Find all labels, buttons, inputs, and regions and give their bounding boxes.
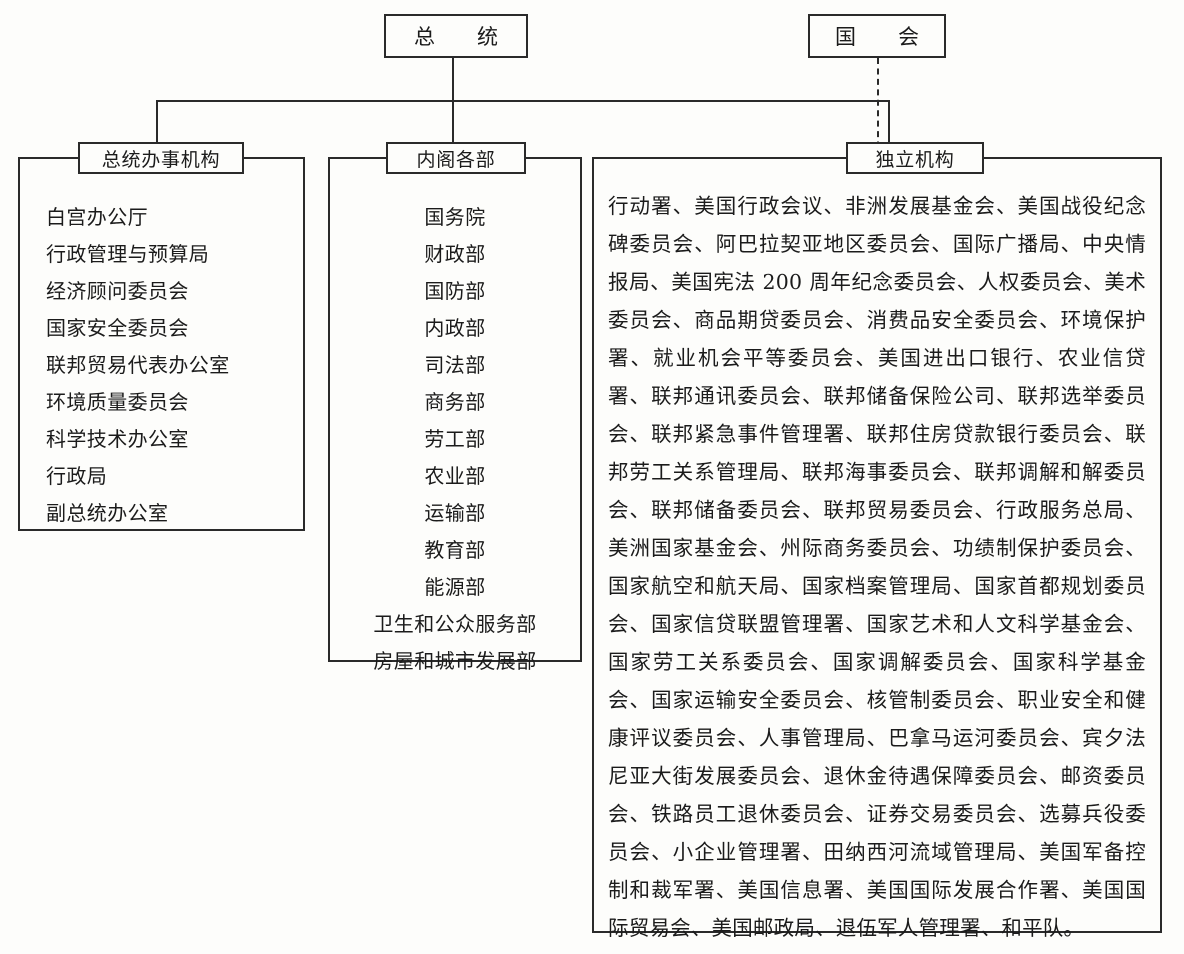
panel-cabinet-departments: 国务院 财政部 国防部 内政部 司法部 商务部 劳工部 农业部 运输部 教育部 …	[328, 157, 582, 673]
independent-agencies-body: 行动署、美国行政会议、非洲发展基金会、美国战役纪念碑委员会、阿巴拉契亚地区委员会…	[608, 194, 1146, 940]
list-item: 行政局	[46, 464, 108, 488]
list-item: 运输部	[424, 501, 486, 525]
list-item: 副总统办公室	[46, 501, 169, 525]
header-cabinet-departments-label: 内阁各部	[416, 148, 496, 171]
list-item: 司法部	[424, 353, 486, 377]
list-item: 内政部	[424, 316, 486, 340]
list-item: 国防部	[424, 279, 486, 303]
list-item: 科学技术办公室	[46, 427, 189, 451]
header-independent-agencies: 独立机构	[846, 142, 984, 174]
list-item: 能源部	[424, 575, 486, 599]
panel-top-segment-independent-left	[592, 157, 848, 159]
header-independent-agencies-label: 独立机构	[875, 148, 955, 171]
list-item: 行政管理与预算局	[46, 242, 210, 266]
header-executive-office-label: 总统办事机构	[101, 148, 221, 171]
list-item: 劳工部	[424, 427, 486, 451]
list-item: 白宫办公厅	[46, 205, 148, 229]
list-item: 国家安全委员会	[46, 316, 189, 340]
panel-top-segment-eop-right	[242, 157, 305, 159]
list-item: 财政部	[424, 242, 486, 266]
node-president-label: 总 统	[414, 25, 509, 49]
node-congress: 国 会	[808, 14, 946, 58]
list-item: 国务院	[424, 205, 486, 229]
panel-top-segment-independent-right	[982, 157, 1162, 159]
list-executive-office: 白宫办公厅 行政管理与预算局 经济顾问委员会 国家安全委员会 联邦贸易代表办公室…	[20, 199, 303, 532]
panel-top-segment-cabinet-left	[328, 157, 388, 159]
node-president: 总 统	[384, 14, 528, 58]
list-item: 联邦贸易代表办公室	[46, 353, 230, 377]
node-congress-label: 国 会	[835, 25, 930, 49]
list-item: 商务部	[424, 390, 486, 414]
panel-independent-agencies: 行动署、美国行政会议、非洲发展基金会、美国战役纪念碑委员会、阿巴拉契亚地区委员会…	[592, 157, 1162, 940]
panel-executive-office: 白宫办公厅 行政管理与预算局 经济顾问委员会 国家安全委员会 联邦贸易代表办公室…	[18, 157, 305, 531]
list-item: 教育部	[424, 538, 486, 562]
connector-distribution-bus	[156, 100, 890, 102]
panel-top-segment-cabinet-right	[524, 157, 582, 159]
connector-drop-independent	[888, 100, 890, 158]
list-item: 农业部	[424, 464, 486, 488]
list-item: 环境质量委员会	[46, 390, 189, 414]
connector-congress-to-independent-dashed	[877, 58, 879, 158]
list-item: 经济顾问委员会	[46, 279, 189, 303]
list-cabinet-departments: 国务院 财政部 国防部 内政部 司法部 商务部 劳工部 农业部 运输部 教育部 …	[330, 199, 580, 680]
header-cabinet-departments: 内阁各部	[386, 142, 526, 174]
list-item: 卫生和公众服务部	[373, 612, 537, 636]
list-item: 房屋和城市发展部	[373, 649, 537, 673]
connector-drop-cabinet	[452, 100, 454, 142]
connector-drop-eop	[156, 100, 158, 158]
panel-top-segment-eop-left	[18, 157, 80, 159]
connector-president-stem	[452, 58, 454, 102]
header-executive-office: 总统办事机构	[78, 142, 244, 174]
